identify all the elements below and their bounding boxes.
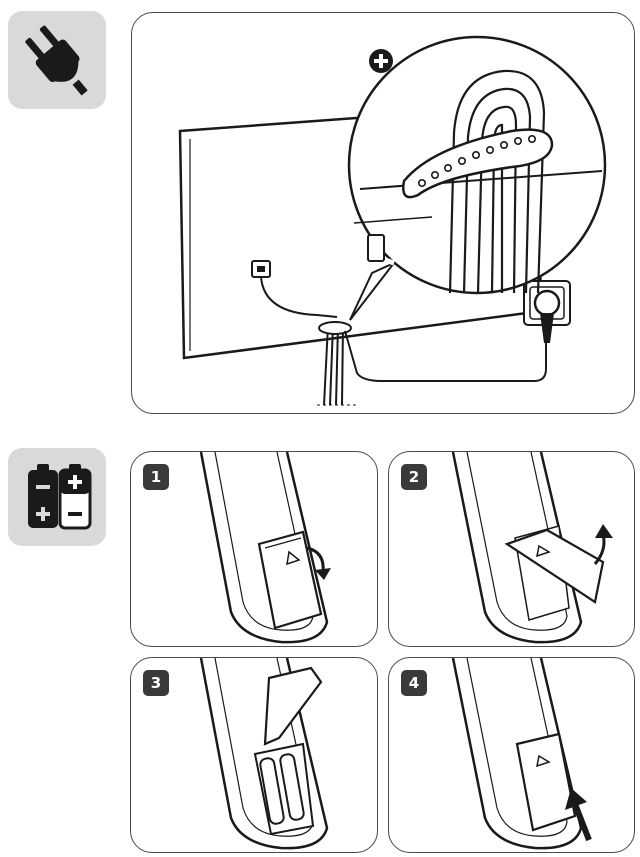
remote-slide-cover-illustration — [451, 452, 613, 644]
step-number: 4 — [401, 670, 427, 696]
step-number: 3 — [143, 670, 169, 696]
tv-back-illustration — [178, 35, 607, 406]
step-3-panel: 3 — [130, 657, 378, 853]
power-plug-icon-tile — [8, 11, 106, 109]
remote-insert-batteries-illustration — [199, 658, 329, 850]
step-number: 2 — [401, 464, 427, 490]
remote-close-cover-illustration — [451, 658, 592, 850]
remote-open-cover-illustration — [199, 452, 331, 644]
power-plug-icon — [25, 25, 88, 96]
battery-icon-tile — [8, 448, 106, 546]
cable-management-panel — [131, 12, 635, 414]
step-number: 1 — [143, 464, 169, 490]
plus-icon — [369, 49, 393, 73]
battery-icon — [28, 464, 92, 530]
step-2-panel: 2 — [388, 451, 635, 647]
step-4-panel: 4 — [388, 657, 635, 853]
step-1-panel: 1 — [130, 451, 378, 647]
